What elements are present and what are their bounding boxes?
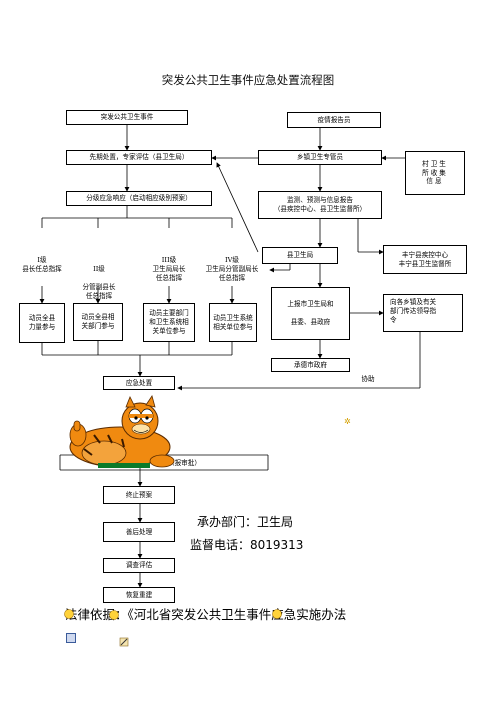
assist-label: 协助: [361, 375, 375, 383]
page-title: 突发公共卫生事件应急处置流程图: [161, 73, 335, 87]
recovery-box: 恢复重建: [103, 587, 175, 603]
level-1-desc: 县长任总指挥: [22, 264, 62, 273]
level-2-name: II级: [93, 264, 105, 273]
emoji-smile-icon-3: [272, 604, 282, 619]
terminate-plan-box: 终止预案: [103, 486, 175, 504]
event-box: 突发公共卫生事件: [66, 110, 188, 125]
garfield-cartoon-image: [64, 395, 176, 473]
fengning-cdc-box: 丰宁县疾控中心 丰宁县卫生监督所: [383, 245, 467, 274]
level-4-name: IV级: [225, 256, 239, 264]
level-4-label: IV级 卫生局分管副局长 任总指挥: [200, 256, 264, 283]
report-approval-label: （报审批）: [168, 459, 201, 467]
level-3-name: III级: [161, 256, 177, 264]
report-up-box: 上报市卫生局和 县委、县政府: [271, 287, 350, 340]
hotline-text: 监督电话：8019313: [190, 538, 304, 552]
chengde-government-box: 承德市政府: [271, 358, 350, 372]
edit-icon: [119, 632, 129, 647]
action-box-3: 动员主要部门 和卫生系统相 关单位参与: [143, 303, 195, 342]
level-2-desc: 分管副县长 任总指挥: [82, 282, 116, 300]
investigation-box: 调查评估: [103, 558, 175, 573]
village-clinic-box: 村卫生 所收集 信息: [405, 151, 465, 195]
township-officer-box: 乡镇卫生专管员: [258, 150, 382, 165]
level-2-label: II级 分管副县长 任总指挥: [74, 256, 124, 309]
action-box-1: 动员全县 力量参与: [19, 303, 65, 343]
aftermath-box: 善后处理: [103, 522, 175, 542]
star-icon: ✲: [344, 417, 351, 426]
level-4-desc: 卫生局分管副局长 任总指挥: [205, 264, 259, 282]
document-icon: [66, 633, 76, 643]
level-1-label: I级 县长任总指挥: [16, 256, 68, 274]
initial-response-box: 先期处置，专家评估（县卫生局）: [66, 150, 212, 165]
epidemic-reporter-box: 疫情报告员: [287, 112, 381, 128]
emoji-smile-icon-2: [109, 605, 119, 620]
graded-response-box: 分级应急响应（启动相应级别预案）: [66, 191, 212, 206]
level-3-label: III级 卫生局局长 任总指挥: [144, 256, 194, 283]
monitoring-box: 监测、预测与信息报告 （县疾控中心、县卫生监督所）: [258, 191, 382, 219]
level-1-name: I级: [37, 256, 47, 264]
legal-basis-text: 法律依据：《河北省突发公共卫生事件应急实施办法: [65, 607, 347, 622]
notify-box: 向各乡镇及有关 部门传达领导指 令: [383, 294, 463, 332]
county-health-bureau-box: 县卫生局: [262, 247, 338, 264]
emergency-response-box: 应急处置: [103, 376, 175, 390]
emoji-smile-icon: [64, 604, 74, 619]
department-text: 承办部门：卫生局: [197, 515, 294, 529]
level-3-desc: 卫生局局长 任总指挥: [152, 264, 186, 282]
action-box-2: 动员全县相 关部门参与: [73, 303, 123, 341]
action-box-4: 动员卫生系统 相关单位参与: [209, 303, 257, 342]
